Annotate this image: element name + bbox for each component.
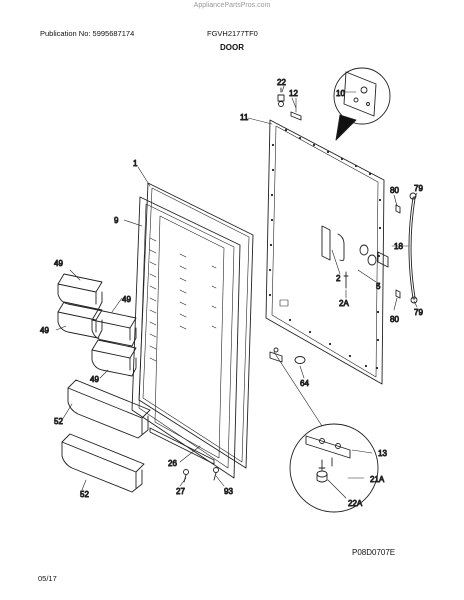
callout-49-d: 49 [90, 375, 99, 384]
leader-lines [55, 85, 418, 499]
callout-2A: 2A [339, 299, 349, 308]
watermark: AppliancePartsPros.com [193, 2, 271, 9]
callout-26: 26 [168, 459, 177, 468]
revision-date: 05/17 [38, 574, 57, 583]
callout-2: 2 [336, 274, 341, 283]
callout-52-a: 52 [54, 417, 63, 426]
detail-circle-top [333, 67, 391, 141]
callout-93: 93 [224, 487, 233, 496]
model-number: FGVH2177TF0 [207, 29, 258, 38]
callout-labels: 1 9 10 11 12 22 49 49 49 49 52 52 26 27 … [40, 78, 424, 509]
callout-49-c: 49 [40, 326, 49, 335]
detail-circle-bottom [289, 423, 379, 513]
callout-80-a: 80 [390, 186, 399, 195]
callout-49-a: 49 [54, 259, 63, 268]
callout-49-b: 49 [122, 295, 131, 304]
callout-11: 11 [240, 113, 249, 122]
door-handle [395, 192, 418, 304]
callout-22: 22 [277, 78, 286, 87]
callout-13: 13 [378, 449, 387, 458]
door-racks [61, 379, 151, 493]
door-liner [131, 182, 254, 479]
door-outer-panel [265, 119, 385, 385]
callout-52-b: 52 [80, 490, 89, 499]
hinge-pin-parts [277, 87, 302, 121]
callout-79-b: 79 [414, 308, 423, 317]
callout-5: 5 [376, 282, 381, 291]
callout-80-b: 80 [390, 315, 399, 324]
callout-21A: 21A [370, 475, 385, 484]
callout-1: 1 [133, 159, 138, 168]
callout-64: 64 [300, 379, 309, 388]
publication-number: Publication No: 5995687174 [40, 29, 135, 38]
callout-12: 12 [289, 89, 298, 98]
callout-10: 10 [336, 89, 345, 98]
callout-22A: 22A [348, 499, 363, 508]
callout-9: 9 [114, 216, 119, 225]
screws [183, 467, 219, 483]
callout-79-a: 79 [414, 184, 423, 193]
door-bins [57, 273, 137, 377]
bottom-hinge-parts [269, 347, 306, 364]
callout-18: 18 [394, 242, 403, 251]
callout-27: 27 [176, 487, 185, 496]
handle-bracket [321, 225, 389, 289]
section-title: DOOR [220, 43, 244, 52]
drawing-code: P08D0707E [352, 548, 396, 557]
